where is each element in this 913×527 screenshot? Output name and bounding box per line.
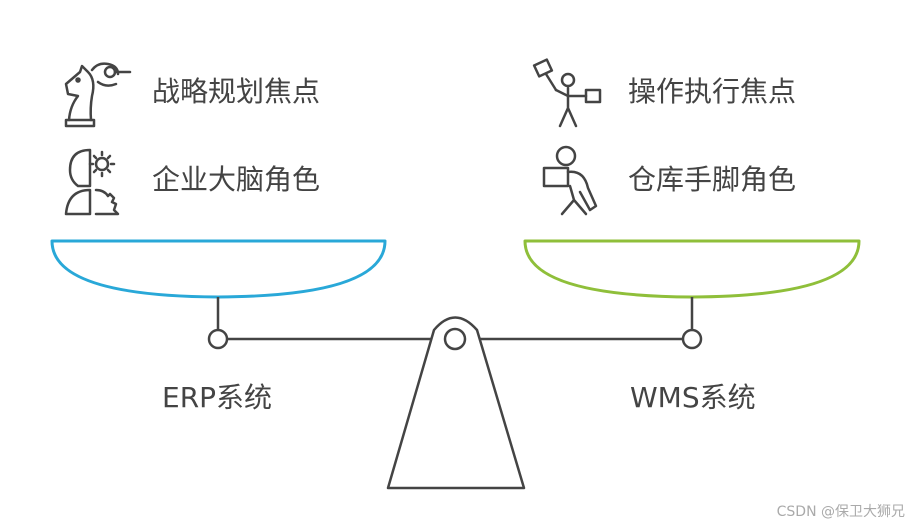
left-system-label: ERP系统 [162, 381, 273, 414]
chess-knight-strategy-icon [64, 62, 132, 128]
item-label-hands-feet: 仓库手脚角色 [628, 163, 797, 196]
left-pan [50, 239, 387, 299]
left-joint [207, 328, 229, 350]
fulcrum-base [386, 316, 526, 490]
brain-gears-icon [64, 148, 120, 216]
item-label-strategy: 战略规划焦点 [152, 75, 321, 108]
worker-with-flag-icon [532, 58, 602, 128]
pivot-pin [443, 327, 467, 351]
right-joint [681, 328, 703, 350]
item-label-brain: 企业大脑角色 [152, 163, 321, 196]
worker-carrying-box-icon [542, 145, 598, 216]
right-system-label: WMS系统 [630, 381, 756, 414]
right-pan [523, 239, 861, 299]
item-label-execution: 操作执行焦点 [628, 75, 797, 108]
watermark: CSDN @保卫大狮兄 [776, 504, 905, 520]
